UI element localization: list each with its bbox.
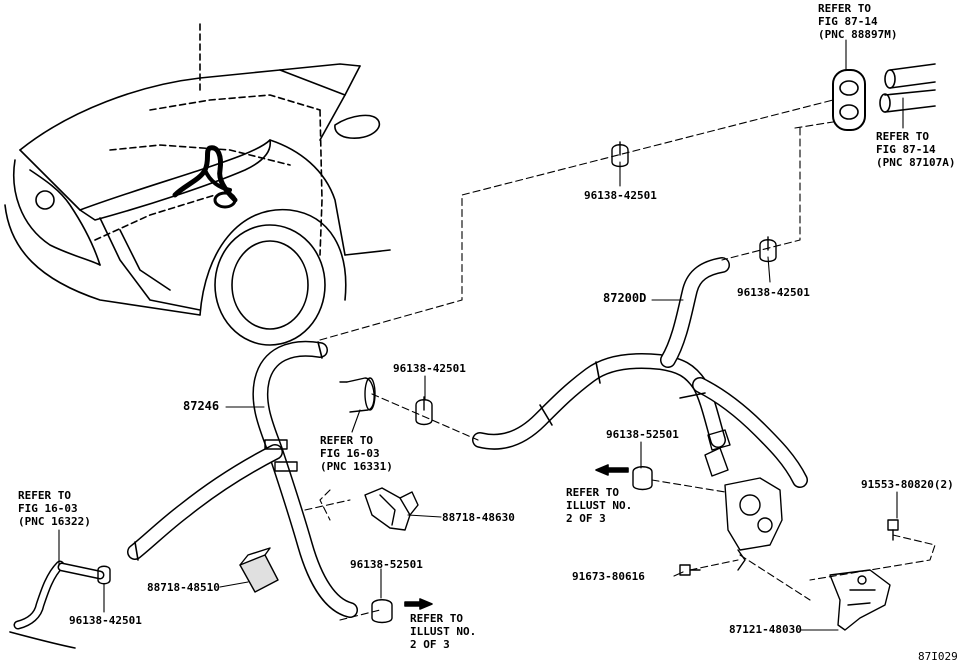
part-label-96138-52501-bottom: 96138-52501: [350, 558, 423, 571]
part-label-91673-80616: 91673-80616: [572, 570, 645, 583]
part-label-87246: 87246: [183, 399, 220, 413]
right-arrow-icon: [404, 598, 433, 610]
clamps: [97, 141, 777, 624]
left-arrow-icon: [595, 464, 629, 476]
part-label-96138-52501-right: 96138-52501: [606, 428, 679, 441]
grommet-and-pipes: [832, 63, 936, 131]
part-label-96138-42501-right: 96138-42501: [737, 286, 810, 299]
part-label-88718-48630: 88718-48630: [442, 511, 515, 524]
valve-assembly: [704, 429, 891, 631]
part-label-96138-42501-center: 96138-42501: [393, 362, 466, 375]
brackets: [239, 487, 419, 593]
part-label-87200d: 87200D: [603, 291, 647, 305]
part-label-96138-42501-top: 96138-42501: [584, 189, 657, 202]
bolts: [679, 519, 899, 576]
hose-87200d-drawing: [472, 257, 808, 488]
hose-16322-drawing: [9, 560, 105, 649]
part-label-88718-48510: 88718-48510: [147, 581, 220, 594]
vehicle-front-illustration: [4, 19, 391, 346]
part-label-87121-48030: 87121-48030: [729, 623, 802, 636]
hose-87246-drawing: [127, 340, 358, 618]
direction-arrows: [404, 464, 629, 610]
figure-code: 87I029: [918, 650, 958, 663]
part-label-91553-80820: 91553-80820(2): [861, 478, 954, 491]
part-label-96138-42501-left: 96138-42501: [69, 614, 142, 627]
leader-lines: [58, 39, 904, 631]
connection-lines: [304, 99, 936, 621]
